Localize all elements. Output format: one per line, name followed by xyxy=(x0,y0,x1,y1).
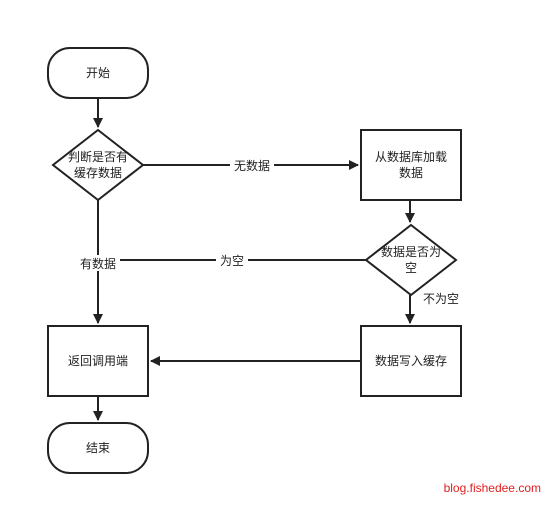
process-load-db-label-line1: 从数据库加载 xyxy=(375,149,447,164)
decision-check-cache-label-line1: 判断是否有 xyxy=(68,149,128,164)
decision-is-empty xyxy=(364,223,458,297)
edge-label-has-data: 有数据 xyxy=(80,256,116,271)
process-write-cache-label: 数据写入缓存 xyxy=(375,353,447,368)
edge-label-bg xyxy=(216,252,248,268)
watermark: blog.fishedee.com xyxy=(444,481,541,495)
process-load-db-label-line2: 数据 xyxy=(399,165,423,180)
edge-label-is-empty: 为空 xyxy=(220,254,244,268)
process-return-caller xyxy=(47,325,149,397)
decision-is-empty-label-line2: 空 xyxy=(405,261,417,275)
decision-check-cache xyxy=(51,128,145,202)
start-terminator xyxy=(47,47,149,99)
edge-label-no-data: 无数据 xyxy=(234,158,270,173)
process-write-cache xyxy=(360,325,462,397)
edge-label-bg xyxy=(230,157,274,173)
edge-label-bg xyxy=(76,255,120,271)
decision-check-cache-label-line2: 缓存数据 xyxy=(74,165,122,180)
end-label: 结束 xyxy=(86,441,110,455)
process-load-db xyxy=(360,129,462,201)
start-label: 开始 xyxy=(86,66,110,80)
process-return-caller-label: 返回调用端 xyxy=(68,354,128,368)
decision-is-empty-label-line1: 数据是否为 xyxy=(381,244,441,259)
edge-label-not-empty: 不为空 xyxy=(423,292,459,306)
end-terminator xyxy=(47,422,149,474)
